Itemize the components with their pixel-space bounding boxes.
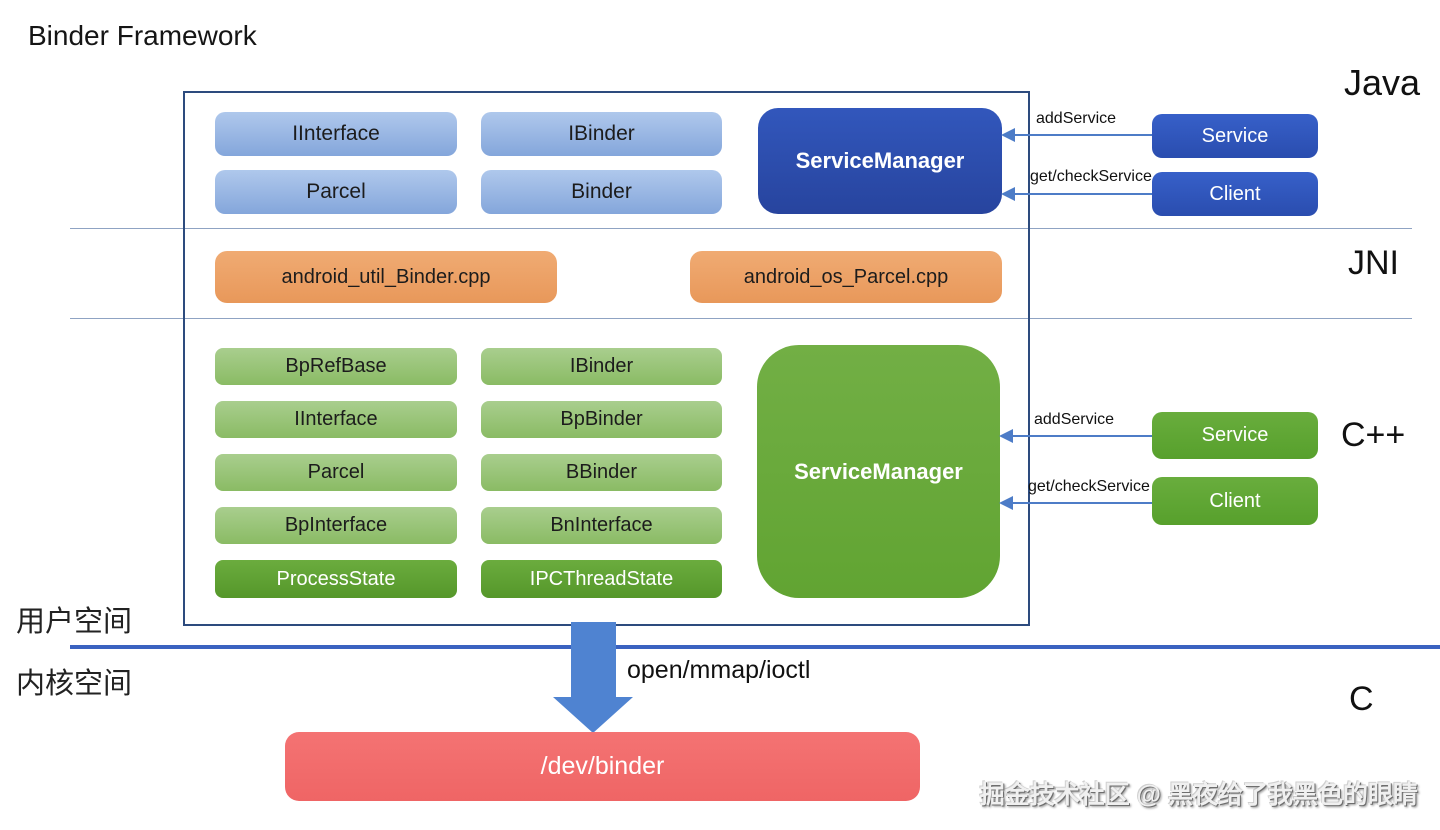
java-module-iinterface: IInterface [215,112,457,156]
jni-cpp-separator-line [70,318,1412,319]
cpp-module-parcel: Parcel [215,454,457,491]
java-add-service-label: addService [1036,110,1117,127]
java-layer-label: Java [1344,62,1421,103]
syscall-label: open/mmap/ioctl [627,656,811,684]
cpp-service-box: Service [1152,412,1318,459]
cpp-service-manager-box: ServiceManager [757,345,1000,598]
cpp-get-check-service-label: get/checkService [1028,478,1150,495]
down-arrow-shaft-icon [571,622,616,698]
cpp-module-ibinder: IBinder [481,348,722,385]
java-service-manager-box: ServiceManager [758,108,1002,214]
java-jni-separator-line [70,228,1412,229]
cpp-layer-label: C++ [1341,416,1406,454]
java-service-box: Service [1152,114,1318,158]
java-add-service-arrowhead-icon [1001,128,1015,142]
diagram-title: Binder Framework [28,20,257,51]
down-arrow-head-icon [553,697,633,733]
cpp-module-iinterface: IInterface [215,401,457,438]
cpp-module-bpinterface: BpInterface [215,507,457,544]
cpp-module-bpbinder: BpBinder [481,401,722,438]
java-client-box: Client [1152,172,1318,216]
jni-layer-label: JNI [1348,244,1399,282]
cpp-module-bprefbase: BpRefBase [215,348,457,385]
dev-binder-box: /dev/binder [285,732,920,801]
watermark-text: 掘金技术社区 @ 黑夜给了我黑色的眼睛 [979,781,1418,809]
cpp-add-service-arrow-line [1012,435,1152,437]
java-get-check-service-arrow-line [1014,193,1152,195]
user-kernel-boundary-line [70,645,1440,649]
jni-module-android-os-parcel: android_os_Parcel.cpp [690,251,1002,303]
java-get-check-service-label: get/checkService [1030,168,1152,185]
cpp-get-check-service-arrowhead-icon [999,496,1013,510]
cpp-client-box: Client [1152,477,1318,525]
cpp-module-processstate: ProcessState [215,560,457,598]
cpp-module-bbinder: BBinder [481,454,722,491]
java-module-ibinder: IBinder [481,112,722,156]
java-module-parcel: Parcel [215,170,457,214]
jni-module-android-util-binder: android_util_Binder.cpp [215,251,557,303]
java-module-binder: Binder [481,170,722,214]
kernel-space-label: 内核空间 [16,668,133,700]
cpp-add-service-label: addService [1034,411,1115,428]
user-space-label: 用户空间 [16,606,133,638]
cpp-module-bninterface: BnInterface [481,507,722,544]
cpp-module-ipcthreadstate: IPCThreadState [481,560,722,598]
cpp-get-check-service-arrow-line [1012,502,1152,504]
java-add-service-arrow-line [1014,134,1152,136]
c-layer-label: C [1349,680,1374,718]
java-get-check-service-arrowhead-icon [1001,187,1015,201]
cpp-add-service-arrowhead-icon [999,429,1013,443]
